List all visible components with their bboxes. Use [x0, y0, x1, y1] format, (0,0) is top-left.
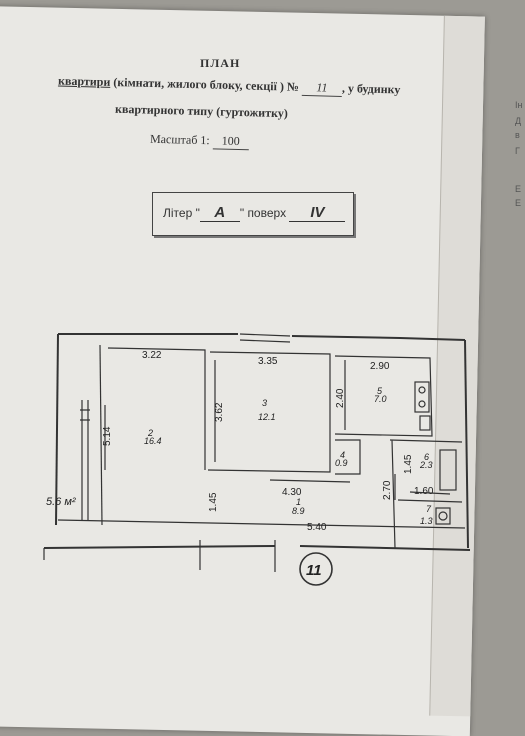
apartment-circle-number: 11	[306, 562, 322, 579]
room-3-area: 12.1	[258, 412, 276, 422]
floor-value: IV	[289, 204, 346, 222]
room-7-area: 1.3	[420, 516, 433, 526]
room-2-no: 2	[147, 428, 153, 438]
litera-box: Літер "A" поверх IV	[152, 192, 354, 236]
edge-text-3: в	[515, 130, 520, 140]
dim-362: 3.62	[214, 402, 225, 422]
room-2-area: 16.4	[144, 436, 162, 446]
dim-160: 1.60	[414, 486, 434, 497]
edge-text-5: Е	[515, 184, 522, 194]
dim-145b: 1.45	[403, 454, 414, 474]
dim-240: 2.40	[335, 388, 346, 408]
dim-322: 3.22	[142, 350, 162, 361]
plan-dimensions: 3.22 3.35 2.90 2.40 3.62 5.14 4.30 1.45 …	[102, 350, 434, 533]
dim-430: 4.30	[282, 487, 302, 498]
room-6-no: 6	[424, 452, 429, 462]
floor-label: " поверх	[239, 206, 287, 220]
edge-text-4: Г	[515, 146, 520, 156]
dim-145a: 1.45	[208, 492, 219, 512]
edge-text-6: Е	[515, 198, 522, 208]
edge-text-2: Д	[515, 116, 522, 126]
room-3-no: 3	[262, 398, 267, 408]
litera-label: Літер "	[163, 206, 200, 220]
dim-540: 5.40	[307, 522, 327, 533]
dim-335: 3.35	[258, 356, 278, 367]
floor-plan: 3.22 3.35 2.90 2.40 3.62 5.14 4.30 1.45 …	[43, 333, 471, 586]
dim-514: 5.14	[102, 426, 113, 446]
balcony-area: 5.6 м²	[46, 496, 76, 508]
room-1-no: 1	[296, 497, 301, 507]
plan-title: ПЛАН	[200, 56, 241, 70]
litera-value: A	[199, 204, 240, 222]
plan-rooms: 2 16.4 3 12.1 5 7.0 4 0.9 6 2.3 1 8.9 7 …	[46, 386, 433, 579]
room-6-area: 2.3	[419, 460, 433, 470]
dim-270: 2.70	[382, 480, 393, 500]
plan-walls	[43, 333, 471, 586]
room-7-no: 7	[426, 504, 432, 514]
edge-text-1: Ін	[515, 100, 523, 110]
room-4-no: 4	[340, 450, 345, 460]
dim-290: 2.90	[370, 361, 390, 372]
room-5-area: 7.0	[374, 394, 387, 404]
room-1-area: 8.9	[292, 506, 305, 516]
room-5-no: 5	[377, 386, 383, 396]
room-4-area: 0.9	[335, 458, 348, 468]
